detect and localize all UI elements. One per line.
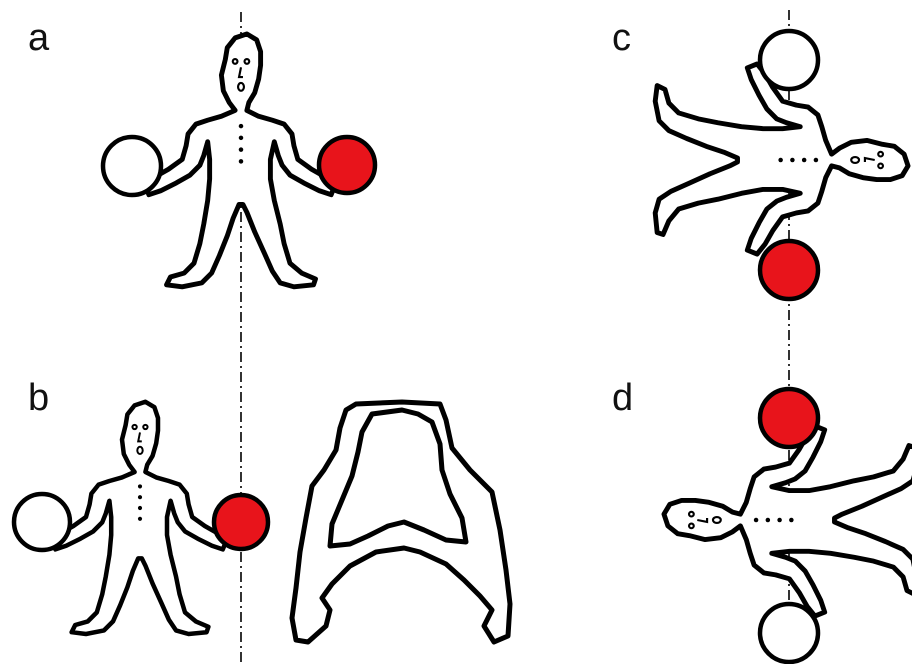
panel-b-red-ball (214, 495, 268, 549)
panel-d-red-ball (760, 389, 818, 447)
panel-b-white-ball (14, 494, 70, 550)
panel-a-red-ball (319, 137, 375, 193)
panel-label-d: d (612, 377, 633, 419)
panel-label-c: c (612, 17, 631, 59)
panel-c-red-ball (760, 241, 818, 299)
panel-b-figure (52, 402, 227, 634)
panel-c-white-ball (760, 31, 818, 89)
panel-b-arch-shape (292, 402, 510, 642)
panel-label-b: b (28, 377, 49, 419)
panel-label-a: a (28, 17, 50, 59)
panel-d-white-ball (760, 604, 818, 662)
panel-c-figure (655, 64, 908, 254)
panel-a-figure (145, 34, 335, 287)
panel-a-white-ball (103, 137, 161, 195)
panel-d-figure (664, 426, 912, 616)
